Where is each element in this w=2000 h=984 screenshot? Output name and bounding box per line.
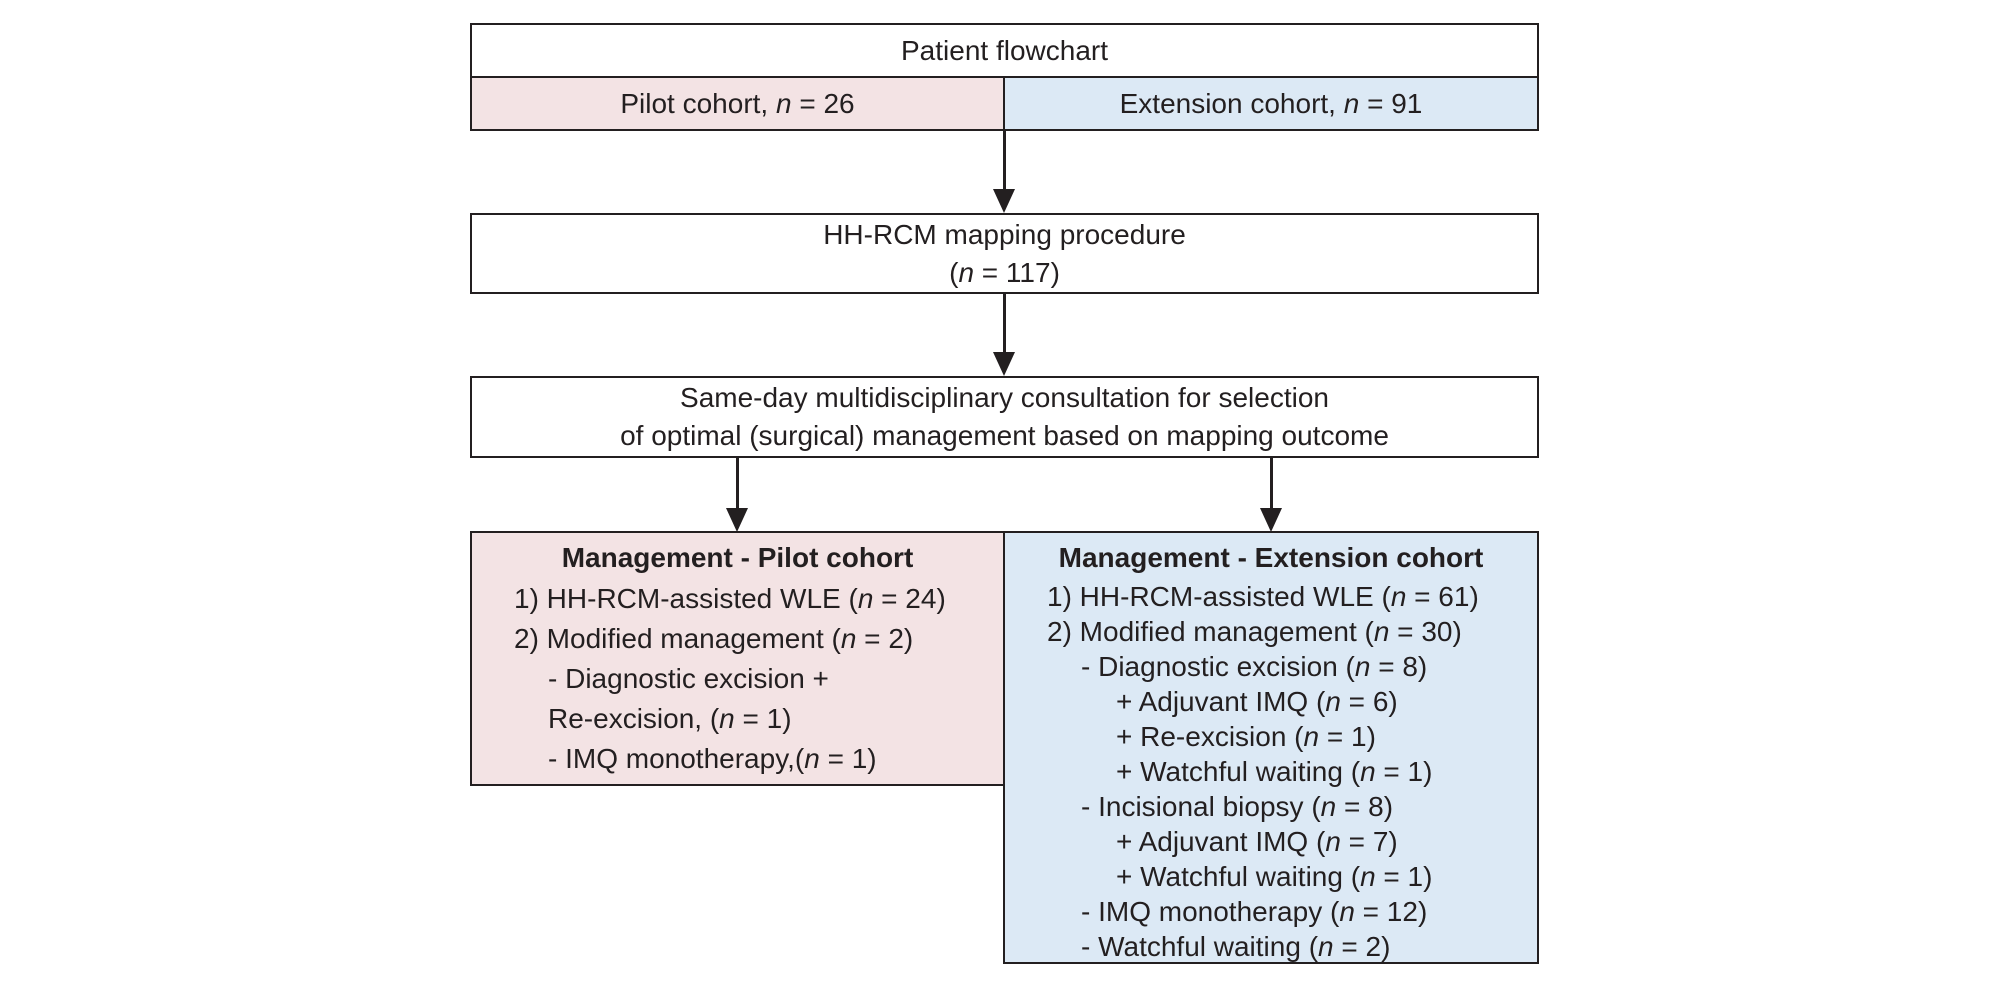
list-item: + Adjuvant IMQ (n = 7) (1116, 826, 1398, 857)
consultation-line1: Same-day multidisciplinary consultation … (680, 382, 1329, 413)
list-item: + Re-excision (n = 1) (1116, 721, 1376, 752)
list-item: + Watchful waiting (n = 1) (1116, 861, 1433, 892)
list-item: + Watchful waiting (n = 1) (1116, 756, 1433, 787)
list-item: + Adjuvant IMQ (n = 6) (1116, 686, 1398, 717)
list-item: - IMQ monotherapy (n = 12) (1081, 896, 1428, 927)
procedure-line1: HH-RCM mapping procedure (823, 218, 1186, 250)
pilot-management-title: Management - Pilot cohort (561, 542, 914, 573)
consultation-box: Same-day multidisciplinary consultation … (470, 376, 1539, 458)
list-item: - Incisional biopsy (n = 8) (1081, 791, 1394, 822)
mapping-procedure-box: HH-RCM mapping procedure (n = 117) (470, 213, 1539, 294)
list-item: - Watchful waiting (n = 2) (1081, 931, 1391, 962)
list-item: 2) Modified management (n = 30) (1047, 616, 1462, 647)
extension-cohort-label: Extension cohort, n = 91 (1119, 87, 1423, 119)
arrowhead-to-pilot-management (726, 508, 748, 532)
arrow-line-to-pilot-management (736, 458, 739, 512)
pilot-cohort-label: Pilot cohort, n = 26 (620, 87, 855, 119)
list-item: Re-excision, (n = 1) (548, 703, 792, 734)
list-item: 2) Modified management (n = 2) (514, 623, 914, 654)
arrowhead-cohorts-to-procedure (993, 189, 1015, 213)
patient-flowchart-header: Patient flowchart (470, 23, 1539, 78)
arrow-line-to-extension-management (1270, 458, 1273, 512)
consultation-line2: of optimal (surgical) management based o… (620, 420, 1389, 451)
extension-management-title: Management - Extension cohort (1058, 542, 1484, 573)
list-item: - Diagnostic excision (n = 8) (1081, 651, 1428, 682)
arrowhead-to-extension-management (1260, 508, 1282, 532)
list-item: - Diagnostic excision + (548, 663, 829, 694)
pilot-cohort-box: Pilot cohort, n = 26 (470, 76, 1005, 131)
header-title: Patient flowchart (901, 34, 1108, 66)
list-item: 1) HH-RCM-assisted WLE (n = 61) (1047, 581, 1479, 612)
extension-management-box: Management - Extension cohort 1) HH-RCM-… (1003, 531, 1539, 964)
arrow-line-procedure-to-consultation (1003, 294, 1006, 356)
list-item: 1) HH-RCM-assisted WLE (n = 24) (514, 583, 946, 614)
extension-cohort-box: Extension cohort, n = 91 (1003, 76, 1539, 131)
pilot-management-box: Management - Pilot cohort 1) HH-RCM-assi… (470, 531, 1005, 786)
procedure-line2: (n = 117) (949, 256, 1060, 288)
arrowhead-procedure-to-consultation (993, 352, 1015, 376)
list-item: - IMQ monotherapy,(n = 1) (548, 743, 877, 774)
arrow-line-cohorts-to-procedure (1003, 131, 1006, 193)
